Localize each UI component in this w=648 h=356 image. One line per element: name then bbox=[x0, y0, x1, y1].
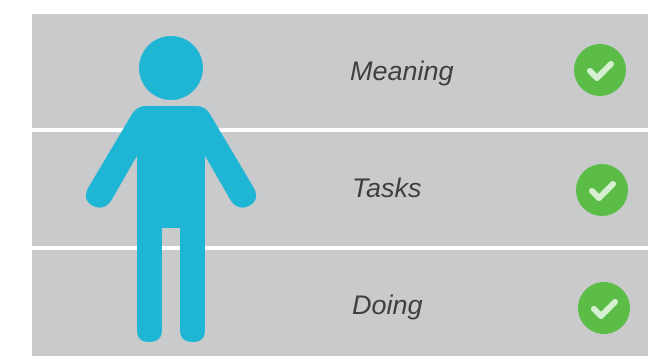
row-label-doing: Doing bbox=[352, 290, 423, 320]
check-circle-icon bbox=[576, 164, 628, 216]
panel-row-meaning bbox=[32, 14, 648, 128]
row-label-meaning: Meaning bbox=[350, 56, 454, 86]
panel-row-doing bbox=[32, 250, 648, 356]
check-circle-icon bbox=[574, 44, 626, 96]
panel-row-tasks bbox=[32, 132, 648, 246]
check-circle-icon bbox=[578, 282, 630, 334]
row-label-tasks: Tasks bbox=[352, 173, 422, 203]
